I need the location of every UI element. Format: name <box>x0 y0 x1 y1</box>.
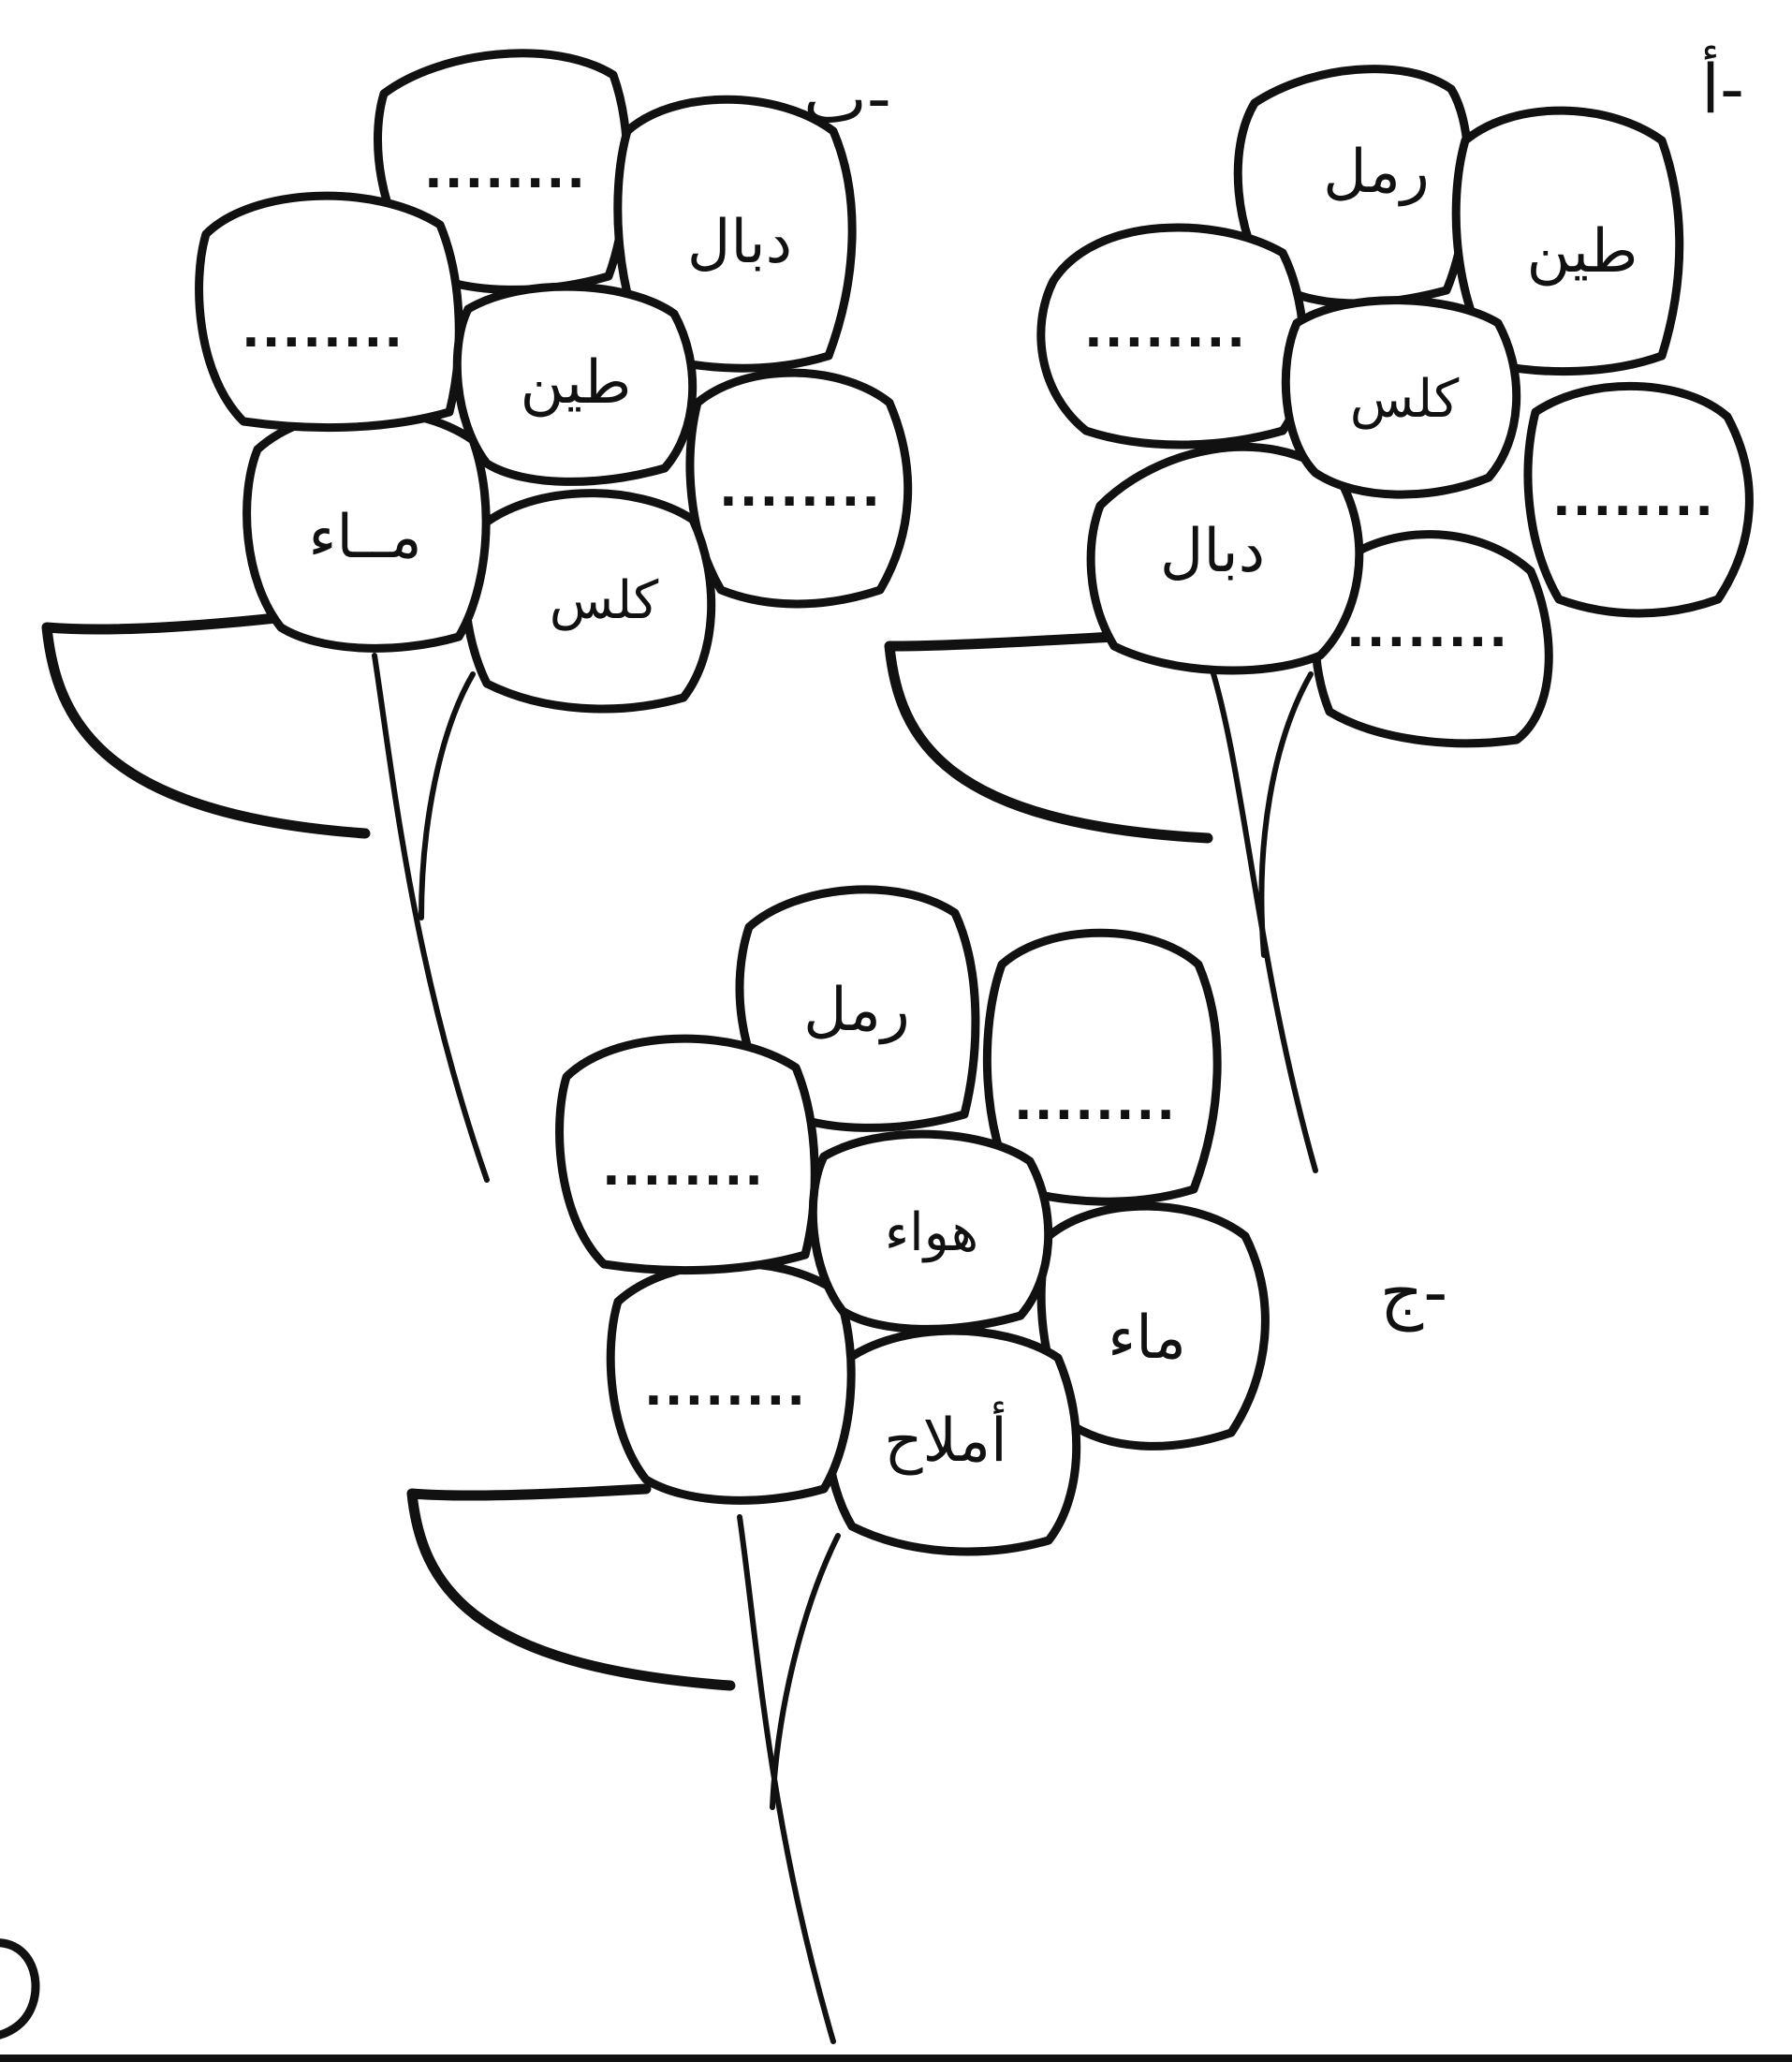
flower-c-petal-lower-left-label: ........ <box>644 1361 807 1417</box>
flower-b-petal-bottom-label: كلس <box>550 570 659 631</box>
flower-c-item-label: ج- <box>1380 1253 1447 1333</box>
flower-a-leaf <box>889 637 1208 838</box>
flower-a-stem-inner <box>1261 674 1311 955</box>
flower-b-petal-upper-right-label: دبال <box>687 208 792 277</box>
flower-b-petal-lower-right-label: ........ <box>719 462 882 518</box>
flower-b-petal-top-label: ........ <box>424 143 587 199</box>
flower-c-petal-bottom-label: أملاح <box>884 1401 1007 1476</box>
flower-c-petal-upper-right-label: ........ <box>1014 1075 1177 1131</box>
flower-c-petal-top-label: رمل <box>803 976 910 1045</box>
flower-b-stem <box>375 655 487 1180</box>
flower-c: رمل ........ ماء أملاح ........ ........… <box>412 890 1447 2041</box>
flower-a-item-label: أ- <box>1701 45 1744 128</box>
flower-c-petal-lower-right-label: ماء <box>1108 1303 1186 1373</box>
flower-c-stem <box>740 1517 833 2041</box>
flower-a-petal-lower-left-label: دبال <box>1160 517 1265 586</box>
flower-b-petal-lower-left-label: مــاء <box>308 503 421 572</box>
flower-b-center-label: طين <box>521 348 632 418</box>
flower-a-petal-upper-left-label: ........ <box>1084 302 1247 359</box>
flower-c-petal-upper-left-label: ........ <box>602 1141 765 1197</box>
flower-a-petal-lower-right-label: ........ <box>1552 471 1715 527</box>
flower-a-center-label: كلس <box>1350 369 1460 430</box>
flower-c-leaf <box>412 1489 730 1686</box>
flower-a-petal-bottom-label: ........ <box>1346 602 1509 658</box>
flower-b-item-label: ب- <box>803 59 891 138</box>
flower-c-center-label: هواء <box>885 1202 978 1263</box>
page-corner-mark <box>0 1943 36 2037</box>
flower-b-petal-upper-left-label: ........ <box>242 302 404 359</box>
flower-a-petal-top-label: رمل <box>1323 138 1430 207</box>
flower-a-petal-upper-right-label: طين <box>1527 217 1638 287</box>
flower-b-stem-inner <box>421 674 473 918</box>
flower-c-stem-inner <box>772 1536 838 1807</box>
flower-b-leaf <box>47 618 365 833</box>
